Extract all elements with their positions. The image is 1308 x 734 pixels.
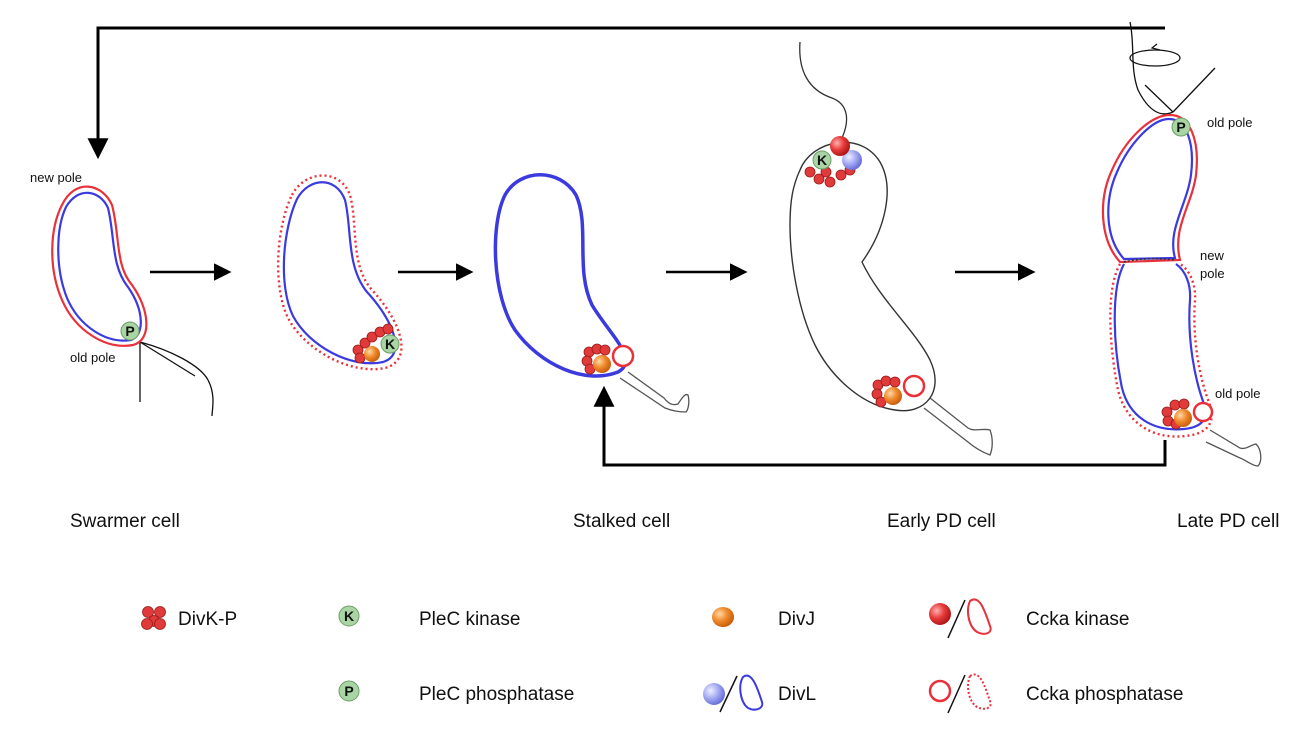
legend-plec-kinase-icon bbox=[338, 605, 360, 627]
ccka-phosphatase-marker bbox=[611, 344, 635, 368]
legend-ccka-kinase-label: Ccka kinase bbox=[1026, 609, 1130, 630]
divj-marker bbox=[884, 387, 902, 405]
ccka-phosphatase-marker bbox=[902, 374, 926, 398]
divj-marker bbox=[593, 355, 611, 373]
transitional-cell: K bbox=[276, 174, 403, 371]
divk-cluster bbox=[1161, 398, 1190, 430]
plec-kinase-marker bbox=[380, 334, 400, 354]
kinase-letter: K bbox=[385, 336, 395, 352]
late-pd-division-site bbox=[1123, 257, 1176, 263]
legend-divj-label: DivJ bbox=[778, 609, 815, 630]
swarmer-flagellum bbox=[139, 341, 214, 417]
late-pd-flagellum bbox=[1129, 21, 1216, 115]
late-pd-new-pole-label-line2: pole bbox=[1200, 266, 1225, 281]
swarmer-outer-membrane bbox=[51, 185, 148, 347]
legend-plec-phosphatase-icon bbox=[338, 680, 360, 702]
flagellum-rotation-icon bbox=[1129, 49, 1181, 67]
phosphatase-letter: P bbox=[1176, 119, 1185, 135]
legend-divk-icon bbox=[141, 606, 166, 630]
kinase-letter: K bbox=[817, 152, 827, 168]
late-pd-top-outer-membrane bbox=[1101, 113, 1198, 264]
legend-ccka-kinase-icon bbox=[929, 598, 992, 639]
early-pd-flagellum bbox=[799, 41, 848, 139]
ccka-kinase-marker bbox=[830, 136, 850, 156]
phosphatase-letter: P bbox=[125, 323, 134, 339]
legend-plec-phosphatase-label: PleC phosphatase bbox=[419, 684, 574, 705]
divj-marker bbox=[1174, 409, 1192, 427]
kinase-letter: K bbox=[344, 608, 354, 624]
early-pd-stalk bbox=[923, 397, 993, 456]
legend-ccka-phosphatase-label: Ccka phosphatase bbox=[1026, 684, 1183, 705]
swarmer-old-pole-label: old pole bbox=[70, 350, 116, 365]
divk-cluster-bottom bbox=[871, 375, 901, 408]
early-pd-cell: K bbox=[789, 41, 993, 456]
plec-phosphatase-marker bbox=[1171, 117, 1191, 137]
phosphatase-letter: P bbox=[344, 683, 353, 699]
swarmer-inner-membrane bbox=[57, 191, 142, 342]
late-pd-new-pole-label-line1: new bbox=[1200, 248, 1224, 263]
swarmer-new-pole-label: new pole bbox=[30, 170, 82, 185]
late-pd-old-pole-bottom-label: old pole bbox=[1215, 386, 1261, 401]
divj-marker bbox=[364, 346, 380, 362]
divl-marker bbox=[842, 150, 862, 170]
late-pd-cell-title: Late PD cell bbox=[1177, 511, 1279, 532]
early-pd-cell-title: Early PD cell bbox=[887, 511, 996, 532]
plec-kinase-marker bbox=[812, 150, 832, 170]
legend: DivK-P K PleC kinase P PleC phosphatase … bbox=[141, 598, 1183, 714]
legend-divk-label: DivK-P bbox=[178, 609, 237, 630]
swarmer-cell-title: Swarmer cell bbox=[70, 511, 180, 532]
legend-plec-kinase-label: PleC kinase bbox=[419, 609, 520, 630]
legend-divl-icon bbox=[703, 674, 764, 713]
plec-phosphatase-marker bbox=[120, 321, 140, 341]
legend-divl-label: DivL bbox=[778, 684, 816, 705]
stalked-stalk bbox=[619, 371, 690, 413]
stalked-cell bbox=[493, 173, 690, 413]
swarmer-cell: P new pole old pole bbox=[30, 170, 214, 417]
stalked-cell-title: Stalked cell bbox=[573, 511, 670, 532]
bottom-return-arrow bbox=[593, 385, 1167, 467]
late-pd-old-pole-top-label: old pole bbox=[1207, 115, 1253, 130]
late-pd-stalk bbox=[1205, 429, 1262, 467]
legend-divj-icon bbox=[712, 607, 734, 627]
late-pd-top-inner-membrane bbox=[1107, 117, 1193, 261]
top-return-arrow bbox=[87, 26, 1165, 160]
divk-cluster bbox=[581, 343, 611, 375]
late-pd-bottom-outer-membrane-dotted bbox=[1109, 262, 1213, 438]
late-pd-bottom-inner-membrane bbox=[1113, 263, 1207, 431]
divk-cluster bbox=[352, 323, 394, 364]
legend-ccka-phosphatase-icon bbox=[928, 673, 992, 714]
ccka-phosphatase-marker bbox=[1192, 401, 1214, 423]
late-pd-cell: P old pole new pole old pole bbox=[1101, 21, 1262, 467]
early-pd-membrane bbox=[789, 141, 936, 412]
